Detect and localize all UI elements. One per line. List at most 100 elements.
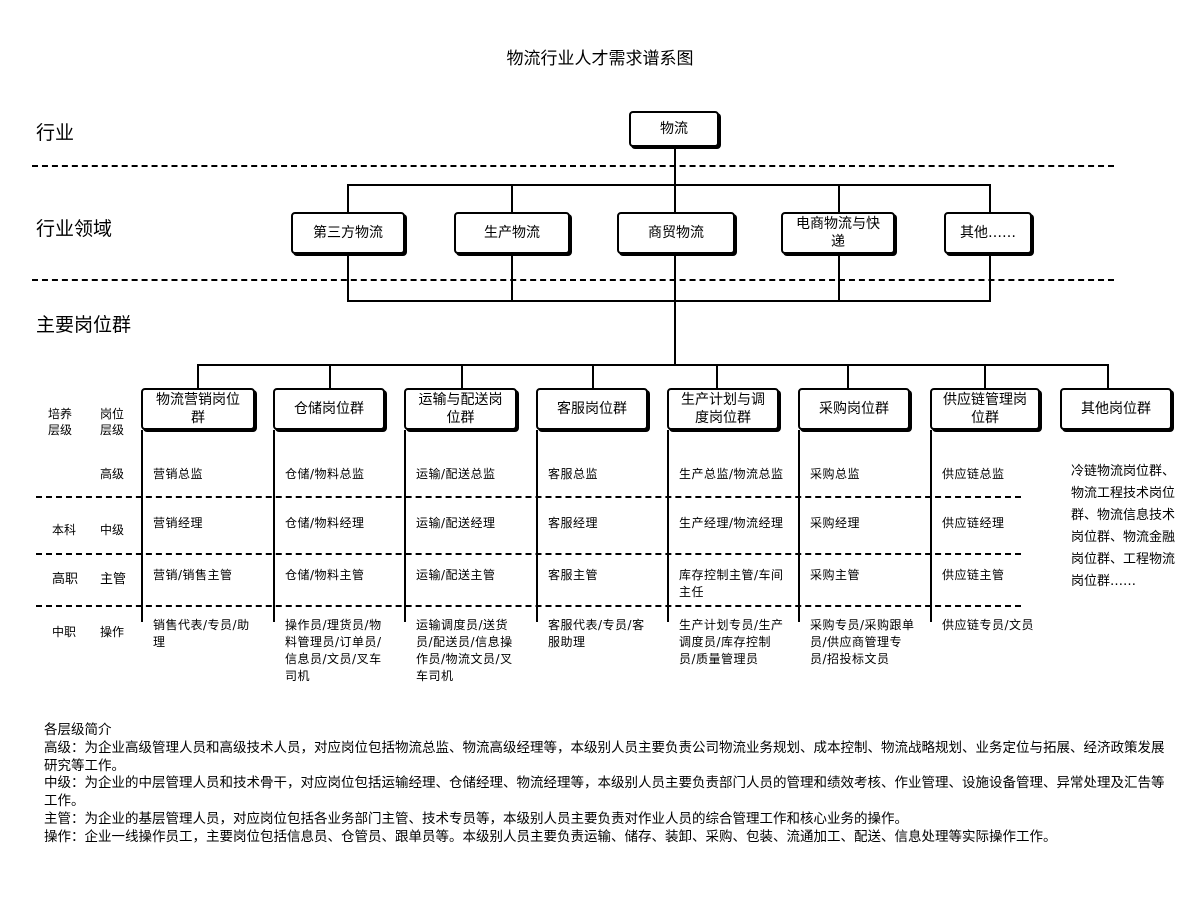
job-group-label: 生产计划与调度岗位群 bbox=[681, 392, 765, 426]
job-group-node: 运输与配送岗位群 bbox=[404, 388, 517, 430]
role-cell: 仓储/物料总监 bbox=[285, 467, 365, 481]
connector bbox=[674, 147, 676, 185]
diagram-title: 物流行业人才需求谱系图 bbox=[506, 49, 694, 69]
job-group-label: 客服岗位群 bbox=[557, 401, 627, 417]
domain-node: 第三方物流 bbox=[291, 212, 405, 254]
domain-node: 生产物流 bbox=[454, 212, 570, 254]
notes-heading: 各层级简介 bbox=[44, 722, 112, 738]
job-group-label: 运输与配送岗位群 bbox=[418, 392, 503, 426]
job-group-node: 物流营销岗位群 bbox=[141, 388, 255, 430]
connector bbox=[838, 254, 840, 301]
connector bbox=[197, 364, 199, 388]
level-position: 中级 bbox=[100, 523, 125, 537]
job-group-label: 采购岗位群 bbox=[819, 401, 889, 417]
role-cell: 生产经理/物流经理 bbox=[679, 516, 784, 530]
domain-label: 生产物流 bbox=[484, 225, 540, 241]
domain-node: 其他…… bbox=[944, 212, 1032, 254]
separator-level bbox=[36, 553, 1021, 555]
group-bar bbox=[536, 430, 538, 622]
role-cell: 客服代表/专员/客服助理 bbox=[548, 618, 645, 649]
domain-label: 商贸物流 bbox=[648, 225, 704, 241]
role-cell: 客服主管 bbox=[548, 568, 599, 582]
root-label: 物流 bbox=[660, 121, 688, 137]
connector bbox=[592, 364, 594, 388]
separator-level bbox=[36, 496, 1021, 498]
row-label-industry: 行业 bbox=[36, 122, 75, 144]
role-cell: 操作员/理货员/物料管理员/订单员/信息员/文员/叉车司机 bbox=[285, 618, 382, 683]
role-cell: 运输/配送总监 bbox=[416, 467, 496, 481]
role-cell: 生产总监/物流总监 bbox=[679, 467, 784, 481]
note-middle: 中级：为企业的中层管理人员和技术骨干，对应岗位包括运输经理、仓储经理、物流经理等… bbox=[44, 775, 1165, 810]
role-cell: 运输/配送经理 bbox=[416, 516, 496, 530]
role-cell: 客服经理 bbox=[548, 516, 599, 530]
connector bbox=[984, 364, 986, 388]
separator-industry bbox=[32, 165, 1114, 167]
role-cell: 采购主管 bbox=[810, 568, 861, 582]
job-group-node: 仓储岗位群 bbox=[273, 388, 385, 430]
other-groups-text: 冷链物流岗位群、物流工程技术岗位群、物流信息技术岗位群、物流金融岗位群、工程物流… bbox=[1071, 464, 1176, 589]
domain-node: 商贸物流 bbox=[617, 212, 735, 254]
group-bar bbox=[930, 430, 932, 622]
job-group-label: 供应链管理岗位群 bbox=[943, 392, 1027, 426]
role-cell: 运输调度员/送货员/配送员/信息操作员/物流文员/叉车司机 bbox=[416, 618, 513, 683]
domain-node: 电商物流与快递 bbox=[781, 212, 895, 254]
connector bbox=[197, 364, 1109, 366]
connector bbox=[989, 184, 991, 212]
connector bbox=[674, 184, 676, 212]
group-bar bbox=[667, 430, 669, 622]
level-position: 主管 bbox=[100, 572, 127, 587]
job-group-label: 仓储岗位群 bbox=[294, 401, 364, 417]
domain-label: 其他…… bbox=[960, 225, 1016, 241]
connector bbox=[989, 254, 991, 301]
role-cell: 采购总监 bbox=[810, 467, 861, 481]
connector bbox=[347, 184, 349, 212]
row-label-job-groups: 主要岗位群 bbox=[36, 314, 132, 336]
connector bbox=[838, 184, 840, 212]
group-bar bbox=[273, 430, 275, 622]
role-cell: 营销/销售主管 bbox=[153, 568, 233, 582]
role-cell: 库存控制主管/车间主任 bbox=[679, 568, 784, 599]
role-cell: 供应链经理 bbox=[942, 516, 1005, 530]
role-cell: 营销总监 bbox=[153, 467, 204, 481]
separator-domain bbox=[32, 279, 1114, 281]
domain-label: 第三方物流 bbox=[313, 225, 383, 241]
connector bbox=[674, 254, 676, 364]
role-cell: 生产计划专员/生产调度员/库存控制员/质量管理员 bbox=[679, 618, 784, 666]
group-bar bbox=[404, 430, 406, 622]
role-cell: 供应链总监 bbox=[942, 467, 1005, 481]
connector bbox=[511, 254, 513, 301]
connector bbox=[716, 364, 718, 388]
role-cell: 仓储/物料经理 bbox=[285, 516, 365, 530]
group-bar bbox=[141, 430, 143, 622]
row-label-domain: 行业领域 bbox=[36, 218, 113, 240]
role-cell: 采购经理 bbox=[810, 516, 861, 530]
job-group-node: 客服岗位群 bbox=[536, 388, 648, 430]
job-group-label: 其他岗位群 bbox=[1081, 401, 1151, 417]
level-training: 中职 bbox=[52, 625, 77, 639]
connector bbox=[511, 184, 513, 212]
role-cell: 采购专员/采购跟单员/供应商管理专员/招投标文员 bbox=[810, 618, 915, 666]
level-notes: 各层级简介 高级：为企业高级管理人员和高级技术人员，对应岗位包括物流总监、物流高… bbox=[44, 722, 1174, 847]
note-senior: 高级：为企业高级管理人员和高级技术人员，对应岗位包括物流总监、物流高级经理等，本… bbox=[44, 739, 1165, 774]
connector bbox=[1107, 364, 1109, 388]
level-position: 高级 bbox=[100, 467, 125, 481]
role-cell: 供应链专员/文员 bbox=[942, 618, 1035, 632]
connector bbox=[329, 364, 331, 388]
root-node: 物流 bbox=[629, 111, 719, 147]
role-cell: 供应链主管 bbox=[942, 568, 1005, 582]
job-group-node: 采购岗位群 bbox=[798, 388, 910, 430]
role-cell: 营销经理 bbox=[153, 516, 204, 530]
connector bbox=[347, 254, 349, 301]
connector bbox=[461, 364, 463, 388]
role-cell: 客服总监 bbox=[548, 467, 599, 481]
connector bbox=[347, 300, 991, 302]
connector bbox=[347, 184, 991, 186]
separator-level bbox=[36, 605, 1021, 607]
connector bbox=[847, 364, 849, 388]
job-group-node: 供应链管理岗位群 bbox=[930, 388, 1040, 430]
header-position-level: 岗位层级 bbox=[100, 407, 125, 437]
job-group-node: 生产计划与调度岗位群 bbox=[667, 388, 779, 430]
role-cell: 运输/配送主管 bbox=[416, 568, 496, 582]
domain-label: 电商物流与快递 bbox=[796, 216, 880, 250]
note-operation: 操作：企业一线操作员工，主要岗位包括信息员、仓管员、跟单员等。本级别人员主要负责… bbox=[44, 828, 1057, 845]
